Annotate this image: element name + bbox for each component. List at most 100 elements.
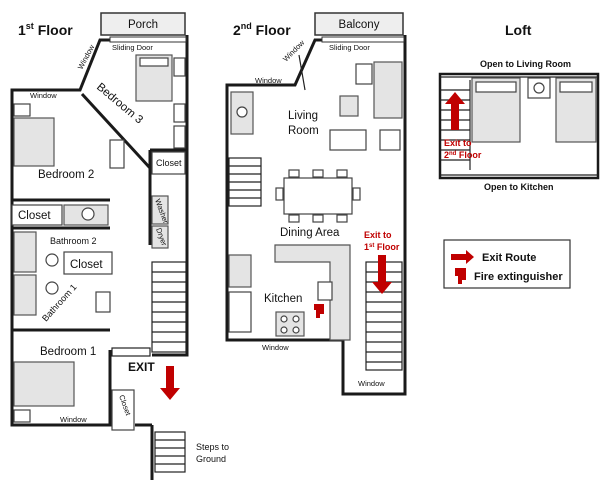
steps-label-2: Ground <box>196 454 226 464</box>
balcony-label: Balcony <box>339 19 380 31</box>
burner-2 <box>292 315 300 323</box>
exit-label: EXIT <box>128 360 155 374</box>
lamp-living <box>236 106 248 118</box>
tub-bath1 <box>13 274 37 316</box>
loft-lamp <box>533 82 545 94</box>
second-floor-title: 2nd Floor <box>233 21 291 38</box>
dresser-b3 <box>173 125 186 149</box>
balcony <box>314 12 404 36</box>
living-label: Living <box>288 110 318 122</box>
room-label: Room <box>288 125 319 137</box>
stairs-first-floor <box>151 261 187 353</box>
steps-to-ground <box>154 431 186 473</box>
bed-bedroom1 <box>13 361 75 407</box>
armchair-living <box>379 129 401 151</box>
divider-living <box>298 54 306 91</box>
chair-d1 <box>288 169 300 178</box>
wall-closet-col <box>148 148 187 245</box>
sliding-door-1 <box>109 36 187 43</box>
legend: Exit Route Fire extinguisher <box>443 239 571 289</box>
second-floor-outer-wall <box>225 35 407 396</box>
closet-left-label: Closet <box>18 210 51 222</box>
closet-mid <box>151 151 186 175</box>
nightstand-b3b <box>173 103 186 123</box>
closet-bath <box>63 251 113 275</box>
pillow-b3 <box>139 57 169 67</box>
kitchen-sink <box>317 281 333 301</box>
kitchen-counter <box>274 244 351 341</box>
loft-outline <box>438 72 600 180</box>
closet-left <box>11 204 63 226</box>
window-right-2-label: Window <box>358 379 385 388</box>
dryer <box>151 225 169 249</box>
stairs-second-floor-left <box>228 157 262 207</box>
exit-route-arrow-loft <box>445 92 465 130</box>
legend-fire-extinguisher-label: Fire extinguisher <box>474 271 563 283</box>
fridge <box>228 254 252 288</box>
nightstand-b2 <box>13 103 31 117</box>
steps-label: Steps to <box>196 442 229 452</box>
sliding-door-2-label: Sliding Door <box>329 43 370 52</box>
wall-b3-diag <box>80 92 152 170</box>
window-diag-2-label: Window <box>281 38 307 64</box>
sink-bath1 <box>95 291 111 313</box>
window-top-1-label: Window <box>30 91 57 100</box>
exit-route-arrow-1 <box>160 366 180 400</box>
exit-2-line2: 1st Floor <box>364 242 400 252</box>
coffee-table <box>329 129 367 151</box>
sink-1 <box>81 207 95 221</box>
loft-exit-line2: 2nd Floor <box>444 150 482 160</box>
window-bottom-1-label: Window <box>60 415 87 424</box>
first-floor-lower-wall <box>135 423 154 480</box>
loft-pillow-2 <box>559 81 593 93</box>
toilet-bath1 <box>45 281 59 295</box>
stove <box>275 311 305 337</box>
washer <box>151 195 169 225</box>
legend-fire-extinguisher-icon <box>455 268 466 284</box>
chair-d8 <box>352 187 361 201</box>
sliding-door-1-label: Sliding Door <box>112 43 153 52</box>
exit-route-arrow-2 <box>372 255 392 294</box>
window-bottom-2-label: Window <box>262 343 289 352</box>
chair-d6 <box>336 214 348 223</box>
legend-exit-route-icon <box>451 250 474 264</box>
kitchen-counter-left <box>228 291 252 333</box>
loft-pillow-1 <box>475 81 517 93</box>
kitchen-label: Kitchen <box>264 293 302 305</box>
closet-mid-label: Closet <box>156 158 182 168</box>
loft-title: Loft <box>505 22 532 38</box>
loft-open-living: Open to Living Room <box>480 59 571 69</box>
chair-living <box>355 63 373 85</box>
burner-4 <box>292 326 300 334</box>
bedroom2-label: Bedroom 2 <box>38 169 94 181</box>
loft-plan: Open to Living Room Exit to 2nd Floor Op… <box>438 59 600 192</box>
tv-stand <box>339 95 359 117</box>
second-floor-plan: Balcony Sliding Door Window Window Livin… <box>225 12 407 396</box>
bed-bedroom2 <box>13 117 55 167</box>
chair-d4 <box>288 214 300 223</box>
first-floor-outer-wall <box>10 35 189 427</box>
sofa-living <box>373 61 403 119</box>
entry-steps <box>111 347 151 357</box>
burner-1 <box>280 315 288 323</box>
loft-exit-line1: Exit to <box>444 138 472 148</box>
loft-open-kitchen: Open to Kitchen <box>484 182 554 192</box>
tub-bath2 <box>13 231 37 273</box>
chair-d3 <box>336 169 348 178</box>
dining-label: Dining Area <box>280 227 340 239</box>
burner-3 <box>280 326 288 334</box>
sliding-door-2 <box>321 36 405 43</box>
exit-2-line1: Exit to <box>364 230 392 240</box>
first-floor-plan: Porch Sliding Door Window Window Bedroom… <box>10 12 229 480</box>
closet-bottom <box>111 389 135 431</box>
chair-d7 <box>275 187 284 201</box>
dining-table <box>283 177 353 215</box>
nightstand-b1 <box>13 409 31 423</box>
window-left-2-label: Window <box>255 76 282 85</box>
first-floor-title: 1st Floor <box>18 21 73 38</box>
porch <box>100 12 186 36</box>
fire-extinguisher-icon <box>314 304 324 318</box>
toilet-bath2 <box>45 253 59 267</box>
chair-d5 <box>312 214 324 223</box>
